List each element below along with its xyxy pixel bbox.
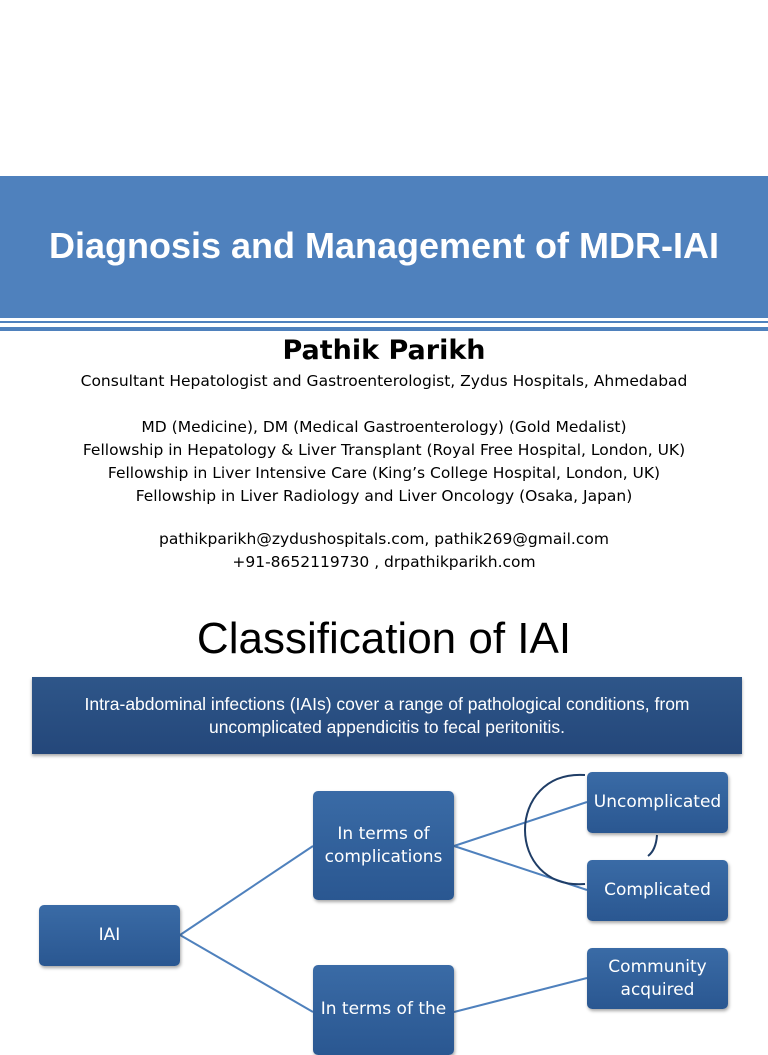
node-label-line: complications — [324, 846, 443, 867]
presentation-title: Diagnosis and Management of MDR-IAI — [48, 225, 720, 266]
node-label: Uncomplicated — [593, 792, 722, 812]
node-label: IAI — [98, 925, 121, 945]
contact-phone-website: +91-8652119730 , drpathikparikh.com — [232, 553, 536, 571]
contact-email: pathikparikh@zydushospitals.com, pathik2… — [159, 530, 609, 548]
qualification-line: Fellowship in Hepatology & Liver Transpl… — [82, 441, 686, 459]
diagram-node-complications: In terms of complications — [313, 791, 454, 900]
divider-thin — [0, 321, 768, 323]
author-name: Pathik Parikh — [282, 335, 486, 366]
slide-heading: Classification of IAI — [196, 614, 572, 663]
node-label-line: acquired — [620, 979, 695, 1000]
intro-box — [32, 677, 742, 754]
qualification-line: Fellowship in Liver Radiology and Liver … — [135, 487, 633, 505]
connector-to-uncomplicated — [453, 801, 588, 847]
qualification-line: Fellowship in Liver Intensive Care (King… — [107, 464, 661, 482]
divider-thick — [0, 327, 768, 331]
intro-line: Intra-abdominal infections (IAIs) cover … — [84, 694, 690, 714]
title-banner — [0, 176, 768, 318]
connector-to-community — [453, 977, 588, 1013]
intro-line: uncomplicated appendicitis to fecal peri… — [208, 717, 566, 737]
node-label-line: Community — [608, 956, 707, 977]
diagram-node-complicated: Complicated — [587, 860, 728, 921]
diagram-node-setting: In terms of the — [313, 965, 454, 1055]
qualification-line: MD (Medicine), DM (Medical Gastroenterol… — [141, 418, 627, 436]
node-label: In terms of complications — [325, 823, 443, 869]
relation-tick — [647, 834, 658, 857]
intro-text: Intra-abdominal infections (IAIs) cover … — [42, 693, 732, 739]
node-label: In terms of the — [320, 999, 447, 1019]
diagram-node-community-acquired: Community acquired — [587, 948, 728, 1009]
node-label: Community acquired — [608, 956, 706, 1002]
node-label: Complicated — [604, 880, 711, 900]
diagram-node-iai: IAI — [39, 905, 180, 966]
connector-root-to-complications — [179, 845, 314, 936]
relation-arc — [524, 773, 586, 886]
author-position: Consultant Hepatologist and Gastroentero… — [80, 372, 688, 390]
diagram-node-uncomplicated: Uncomplicated — [587, 772, 728, 833]
diagram-connectors — [179, 773, 658, 1013]
node-label-line: In terms of — [337, 823, 430, 844]
connector-root-to-setting — [179, 934, 314, 1013]
